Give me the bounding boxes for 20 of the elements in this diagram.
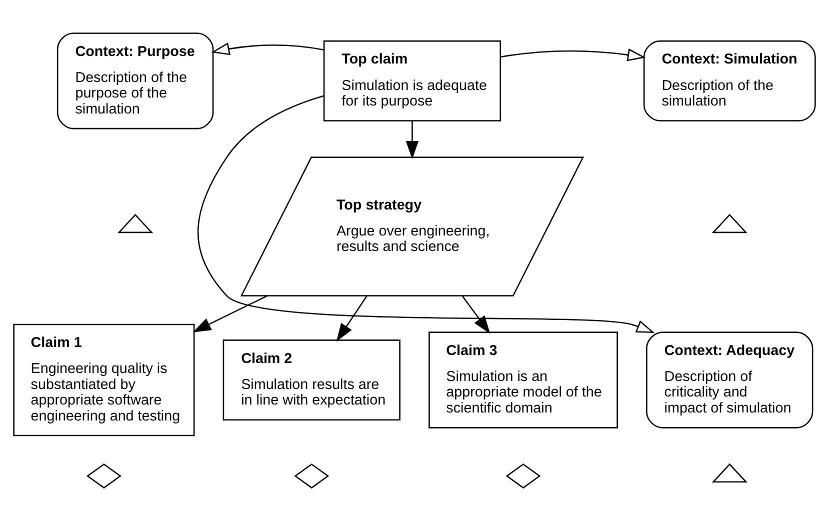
node-diamond (86, 463, 122, 489)
node-box: Context: Adequacy Description of criticality and impact of simulation (646, 332, 814, 428)
node-box: Claim 2 Simulation results are in line with expectation (222, 340, 400, 420)
arrow (336, 295, 368, 342)
arrow (406, 120, 419, 160)
node-diamond (294, 463, 330, 489)
arrow (192, 295, 268, 332)
node-box: Top claim Simulation is adequate for its purpose (323, 40, 502, 122)
node-box: Claim 3 Simulation is an appropriate model of the scientific domain (428, 332, 618, 428)
node-box: Claim 1 Engineering quality is substantiated by appropriate software engineering and testing (13, 324, 195, 436)
arrow (198, 95, 655, 334)
node-diamond (506, 463, 541, 489)
node-box: Context: Purpose Description of the purpose of the simulation (56, 32, 214, 130)
node-triangle (712, 214, 748, 234)
node-triangle (712, 463, 748, 483)
arrow (500, 48, 646, 62)
arrow (462, 295, 490, 334)
node-triangle (117, 214, 154, 234)
node-box: Context: Simulation Description of the simulation (643, 40, 816, 122)
arrow (211, 42, 324, 56)
